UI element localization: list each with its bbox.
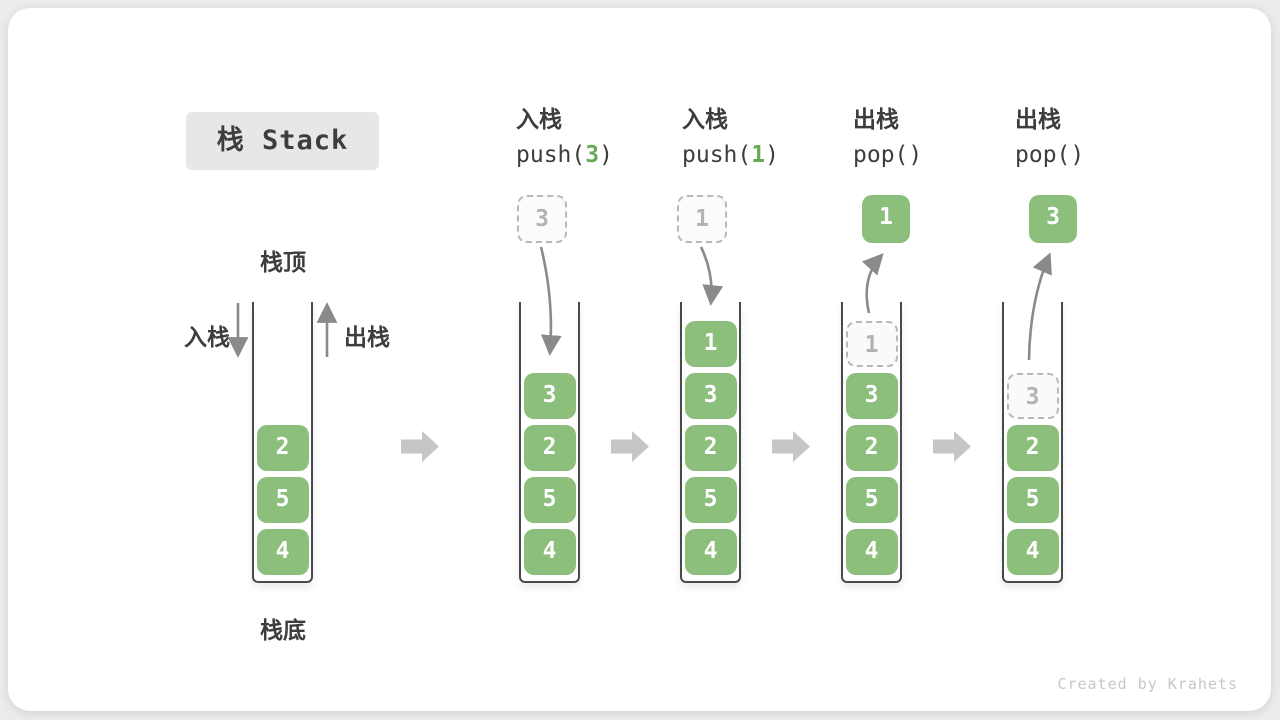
op-code-post: ) (599, 142, 613, 168)
stack-block: 4 (256, 529, 309, 575)
stack-block: 5 (1006, 477, 1059, 523)
stack-block: 2 (684, 425, 737, 471)
op-code-post: ) (765, 142, 779, 168)
op-code-argument: 3 (585, 142, 600, 168)
op-code: push(1) (682, 138, 779, 173)
op-column: 入栈 push(3) (516, 103, 613, 173)
ghost-block: 1 (845, 321, 898, 367)
op-column: 出栈 pop() (1015, 103, 1084, 173)
op-code-pre: push( (516, 142, 586, 168)
stack-block: 3 (523, 373, 576, 419)
ghost-block: 3 (1006, 373, 1059, 419)
stack-block: 5 (523, 477, 576, 523)
title-badge: 栈 Stack (186, 112, 379, 170)
popped-value-box: 1 (862, 195, 910, 243)
stack-block: 3 (684, 373, 737, 419)
stack-block: 5 (845, 477, 898, 523)
op-code-pre: pop() (1015, 142, 1085, 168)
stack-block: 2 (1006, 425, 1059, 471)
op-code: pop() (1015, 138, 1084, 173)
stack-block: 4 (845, 529, 898, 575)
stack-block: 5 (684, 477, 737, 523)
stack-block: 2 (523, 425, 576, 471)
op-label: 入栈 (516, 107, 562, 133)
op-column: 入栈 push(1) (682, 103, 779, 173)
op-label: 入栈 (682, 107, 728, 133)
popped-value-box: 3 (1029, 195, 1077, 243)
watermark: Created by Krahets (1057, 675, 1238, 693)
pending-push-box: 1 (677, 195, 727, 243)
op-code-pre: push( (682, 142, 752, 168)
op-column: 出栈 pop() (853, 103, 922, 173)
stack-block: 2 (256, 425, 309, 471)
stack-block: 4 (1006, 529, 1059, 575)
op-label: 出栈 (853, 107, 899, 133)
label-pop-side: 出栈 (344, 325, 390, 351)
stack-block: 1 (684, 321, 737, 367)
op-label: 出栈 (1015, 107, 1061, 133)
label-push-side: 入栈 (184, 325, 230, 351)
stack-block: 3 (845, 373, 898, 419)
stack-block: 4 (523, 529, 576, 575)
stack-block: 4 (684, 529, 737, 575)
stack-block: 5 (256, 477, 309, 523)
op-code: pop() (853, 138, 922, 173)
op-code: push(3) (516, 138, 613, 173)
label-stack-bottom: 栈底 (260, 618, 306, 644)
op-code-argument: 1 (751, 142, 766, 168)
op-code-pre: pop() (853, 142, 923, 168)
pending-push-box: 3 (517, 195, 567, 243)
label-stack-top: 栈顶 (260, 250, 306, 276)
stack-block: 2 (845, 425, 898, 471)
